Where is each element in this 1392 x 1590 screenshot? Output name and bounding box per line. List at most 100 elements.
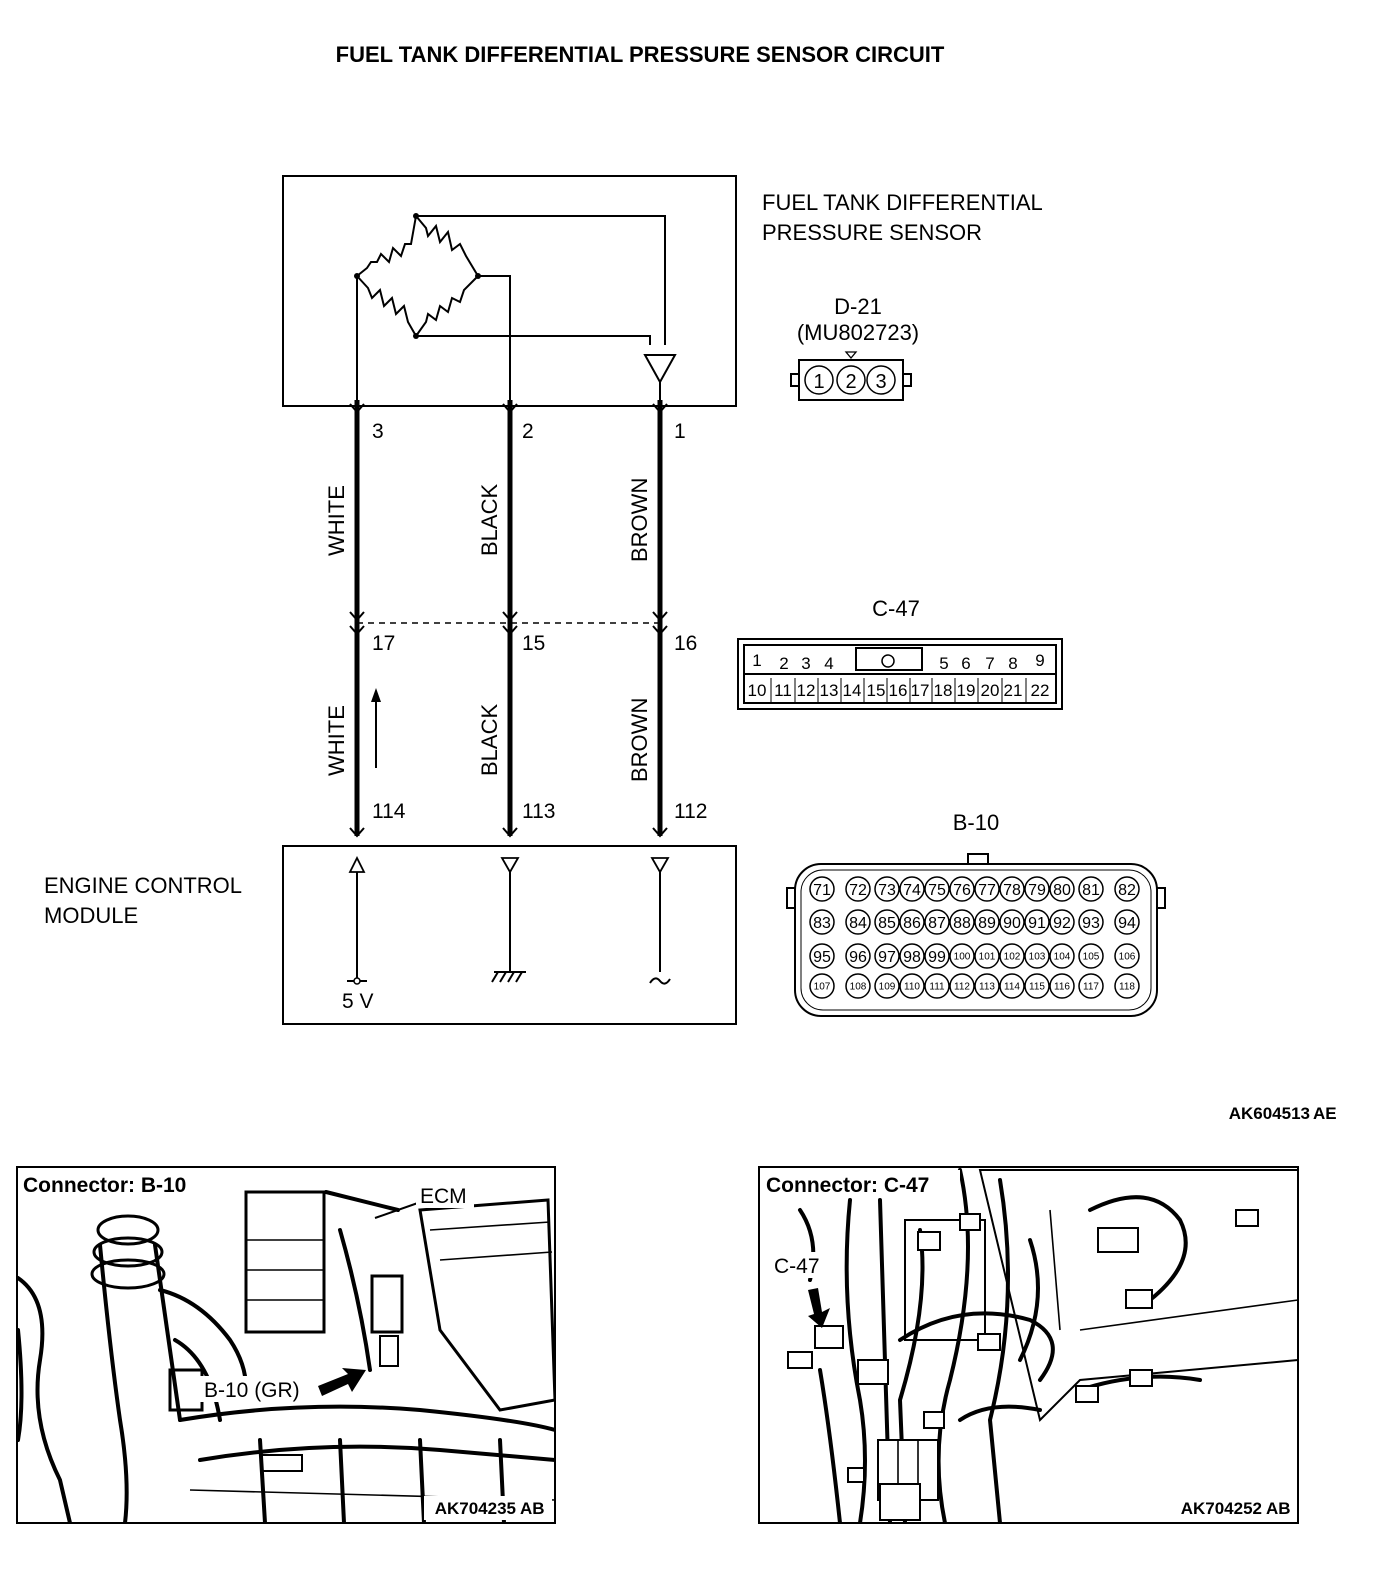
b10-pin-circle bbox=[899, 943, 925, 969]
c47-pin-label: 17 bbox=[911, 681, 930, 700]
b10-pin-label: 98 bbox=[903, 949, 921, 966]
c47-pin-black: 15 bbox=[522, 632, 545, 655]
c47-pin-label: 20 bbox=[981, 681, 1000, 700]
b10-pin-circle bbox=[999, 909, 1025, 935]
b10-pin-circle bbox=[949, 943, 975, 969]
wire-black bbox=[502, 400, 518, 838]
sensor-pin-brown: 1 bbox=[674, 420, 686, 443]
b10-pin-circle bbox=[974, 973, 1000, 999]
b10-pin-label: 117 bbox=[1083, 982, 1099, 993]
wire-brown bbox=[652, 400, 668, 838]
b10-pin-label: 76 bbox=[953, 882, 971, 899]
figure-code: AK604513 bbox=[1229, 1104, 1310, 1123]
c47-pin-white: 17 bbox=[372, 632, 395, 655]
bridge-resistor-network bbox=[354, 213, 677, 400]
wire-color-black-lower: BLACK bbox=[477, 704, 502, 776]
b10-pin-circle bbox=[845, 943, 871, 969]
photo-c47-frame bbox=[758, 1166, 1299, 1524]
photo-b10-connector-label-bg bbox=[200, 1376, 318, 1402]
b10-pin-label: 112 bbox=[954, 982, 970, 993]
d21-pin-circle bbox=[866, 365, 896, 395]
b10-pin-label: 83 bbox=[813, 915, 831, 932]
b10-pin-label: 100 bbox=[954, 952, 971, 963]
b10-pin-label: 73 bbox=[878, 882, 896, 899]
b10-pin-label: 115 bbox=[1029, 982, 1045, 993]
c47-pin-label: 19 bbox=[957, 681, 976, 700]
b10-pin-label: 106 bbox=[1119, 952, 1136, 963]
photo-c47-connector-label-bg bbox=[770, 1252, 830, 1278]
b10-pin-label: 113 bbox=[979, 982, 995, 993]
b10-pin-label: 90 bbox=[1003, 915, 1021, 932]
b10-pin-label: 105 bbox=[1083, 952, 1100, 963]
b10-pin-label: 77 bbox=[978, 882, 996, 899]
c47-pin-label: 1 bbox=[752, 651, 761, 670]
b10-pin-label: 84 bbox=[849, 915, 867, 932]
photo-b10-frame bbox=[16, 1166, 556, 1524]
c47-pin-label: 4 bbox=[824, 654, 833, 673]
b10-pin-label: 75 bbox=[928, 882, 946, 899]
b10-pin-circle bbox=[1049, 973, 1075, 999]
b10-pin-circle bbox=[874, 909, 900, 935]
b10-pin-label: 110 bbox=[904, 982, 920, 993]
photo-c47-connector-label: C-47 bbox=[774, 1255, 820, 1278]
sensor-label-line2: PRESSURE SENSOR bbox=[762, 220, 982, 245]
b10-pin-label: 96 bbox=[849, 949, 867, 966]
b10-pin-label: 78 bbox=[1003, 882, 1021, 899]
sensor-pin-black: 2 bbox=[522, 420, 534, 443]
b10-pin-circle bbox=[1049, 909, 1075, 935]
c47-pin-label: 16 bbox=[889, 681, 908, 700]
b10-pin-label: 104 bbox=[1054, 952, 1071, 963]
b10-pin-circle bbox=[1078, 909, 1104, 935]
b10-pin-circle bbox=[1114, 973, 1140, 999]
b10-pin-label: 74 bbox=[903, 882, 921, 899]
b10-pin-circle bbox=[1024, 943, 1050, 969]
b10-pin-label: 94 bbox=[1118, 915, 1136, 932]
b10-pin-circle bbox=[999, 943, 1025, 969]
photo-b10-ecm-label-bg bbox=[416, 1182, 474, 1208]
b10-pin-label: 88 bbox=[953, 915, 971, 932]
b10-pin-circle bbox=[845, 876, 871, 902]
c47-pin-label: 3 bbox=[801, 654, 810, 673]
c47-pin-label: 12 bbox=[797, 681, 816, 700]
wire-color-black-upper: BLACK bbox=[477, 484, 502, 556]
b10-pin-circle bbox=[974, 943, 1000, 969]
b10-pin-circle bbox=[1024, 973, 1050, 999]
b10-pin-label: 86 bbox=[903, 915, 921, 932]
c47-pin-brown: 16 bbox=[674, 632, 697, 655]
photo-b10-caption-bg bbox=[20, 1170, 216, 1198]
d21-pin-label: 1 bbox=[813, 371, 824, 393]
c47-connector-id: C-47 bbox=[872, 596, 920, 621]
c47-pin-label: 2 bbox=[779, 654, 788, 673]
b10-pin-circle bbox=[809, 943, 835, 969]
b10-pin-circle bbox=[899, 973, 925, 999]
b10-pin-circle bbox=[949, 909, 975, 935]
b10-pin-circle bbox=[924, 876, 950, 902]
b10-pin-circle bbox=[874, 876, 900, 902]
ground-icon bbox=[491, 857, 526, 983]
b10-pin-label: 85 bbox=[878, 915, 896, 932]
b10-pin-circle bbox=[1078, 973, 1104, 999]
photo-c47-code: AK704252 bbox=[1181, 1499, 1262, 1518]
photo-b10-code-bg bbox=[424, 1496, 552, 1520]
d21-pin-label: 3 bbox=[875, 371, 886, 393]
figure-code-suffix: AE bbox=[1313, 1104, 1337, 1123]
c47-pin-label: 13 bbox=[820, 681, 839, 700]
ecm-pin-brown: 112 bbox=[674, 800, 707, 823]
b10-pin-circle bbox=[974, 909, 1000, 935]
b10-pin-circle bbox=[999, 876, 1025, 902]
b10-pin-circle bbox=[924, 973, 950, 999]
c47-pin-label: 11 bbox=[774, 681, 792, 700]
b10-pin-circle bbox=[1114, 909, 1140, 935]
b10-pin-label: 103 bbox=[1029, 952, 1046, 963]
b10-pin-circle bbox=[874, 973, 900, 999]
b10-pin-circle bbox=[809, 909, 835, 935]
c47-pin-label: 9 bbox=[1035, 651, 1044, 670]
b10-pin-circle bbox=[809, 973, 835, 999]
b10-pin-label: 72 bbox=[849, 882, 867, 899]
b10-pin-circle bbox=[1024, 909, 1050, 935]
b10-pin-circle bbox=[899, 909, 925, 935]
b10-connector-id: B-10 bbox=[953, 810, 999, 835]
